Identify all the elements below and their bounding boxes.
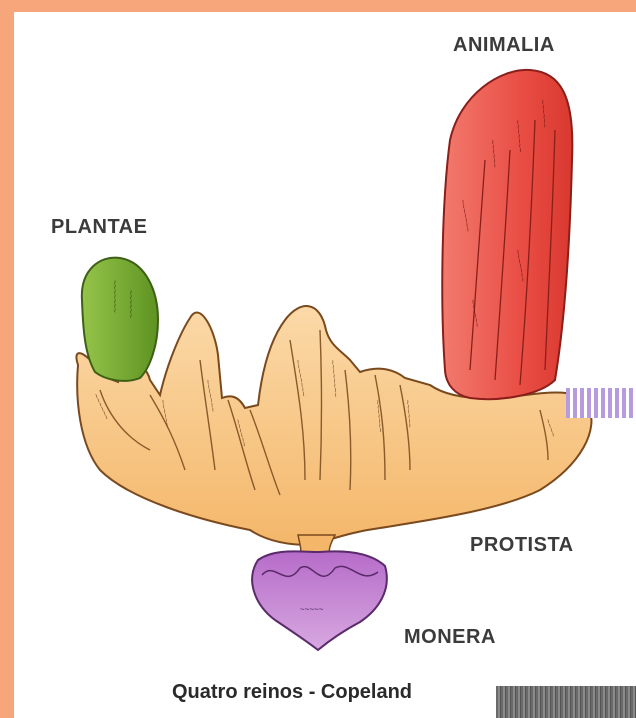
monera-region — [252, 551, 387, 650]
label-animalia: ANIMALIA — [453, 34, 555, 57]
svg-text:~~~~~~: ~~~~~~ — [126, 290, 135, 318]
side-arrow-decoration — [566, 388, 636, 418]
label-monera: MONERA — [404, 626, 496, 649]
svg-text:~~~~~~~: ~~~~~~~ — [110, 280, 119, 313]
plantae-region — [82, 258, 158, 381]
label-protista: PROTISTA — [470, 534, 574, 557]
label-plantae: PLANTAE — [51, 216, 147, 239]
corner-pattern — [496, 686, 636, 718]
animalia-region — [442, 70, 572, 399]
diagram-caption: Quatro reinos - Copeland — [172, 681, 412, 704]
monera-sublabel: ~~~~~ — [300, 605, 324, 614]
